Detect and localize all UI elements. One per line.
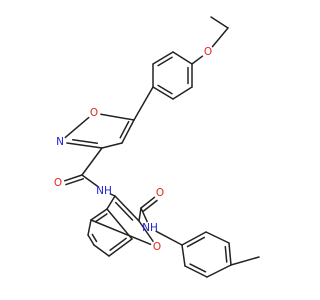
- bond-line: [101, 142, 123, 149]
- carboxamide-nh-label: NH: [142, 222, 158, 234]
- bond-line: [224, 245, 228, 263]
- bond-line: [90, 208, 108, 221]
- atom-labels: O O N O NH O O NH: [54, 46, 212, 253]
- bond-line: [106, 195, 116, 210]
- bond-line: [81, 174, 100, 188]
- bond-line: [94, 213, 108, 223]
- bond-line: [152, 51, 174, 65]
- bond-line: [230, 256, 260, 266]
- bond-line: [205, 231, 230, 244]
- bond-line: [114, 195, 140, 222]
- bond-line: [81, 147, 103, 176]
- furan-oxygen-label: O: [153, 241, 161, 253]
- isoxazole-nitrogen-label: N: [56, 136, 64, 148]
- bond-line: [87, 219, 92, 236]
- bond-line: [142, 199, 158, 212]
- carboxamide-oxygen-label: O: [156, 187, 164, 199]
- amide-oxygen-label: O: [54, 177, 62, 189]
- bond-line: [140, 207, 148, 223]
- bond-line: [181, 231, 207, 246]
- bond-line: [63, 174, 83, 182]
- bond-line: [108, 238, 133, 257]
- bond-line: [87, 234, 95, 246]
- bond-line: [152, 86, 174, 100]
- bond-line: [228, 242, 232, 266]
- amide-nh-label: NH: [96, 185, 112, 197]
- molecule-structure: O O N O NH O O NH: [54, 16, 260, 278]
- bond-line: [157, 84, 173, 95]
- ether-oxygen-label: O: [204, 46, 212, 58]
- bond-line: [119, 120, 130, 139]
- bond-line: [211, 27, 229, 48]
- bond-line: [172, 51, 193, 65]
- bond-line: [133, 86, 154, 121]
- bond-line: [90, 219, 152, 246]
- bond-line: [191, 55, 204, 65]
- bond-line: [93, 244, 110, 257]
- bond-line: [106, 208, 133, 240]
- bond-line: [172, 86, 193, 100]
- bond-line: [72, 139, 99, 145]
- bond-line: [114, 201, 134, 221]
- bond-line: [109, 237, 127, 251]
- bond-line: [181, 244, 186, 267]
- bond-line: [186, 236, 206, 248]
- bond-line: [66, 142, 103, 149]
- isoxazole-oxygen-label: O: [90, 107, 98, 119]
- bond-line: [210, 16, 229, 29]
- bond-line: [64, 116, 90, 139]
- bond-line: [121, 119, 135, 144]
- bond-line: [65, 178, 85, 186]
- bond-line: [157, 56, 173, 67]
- bond-line: [100, 113, 135, 121]
- bond-line: [184, 265, 208, 278]
- bond-line: [138, 220, 154, 242]
- bond-line: [189, 263, 207, 273]
- bond-line: [206, 264, 232, 278]
- bond-line: [138, 207, 142, 222]
- bond-line: [91, 233, 98, 243]
- bond-line: [140, 196, 156, 209]
- bonds: [63, 16, 260, 278]
- bond-line: [155, 230, 183, 246]
- bond-line: [109, 193, 116, 197]
